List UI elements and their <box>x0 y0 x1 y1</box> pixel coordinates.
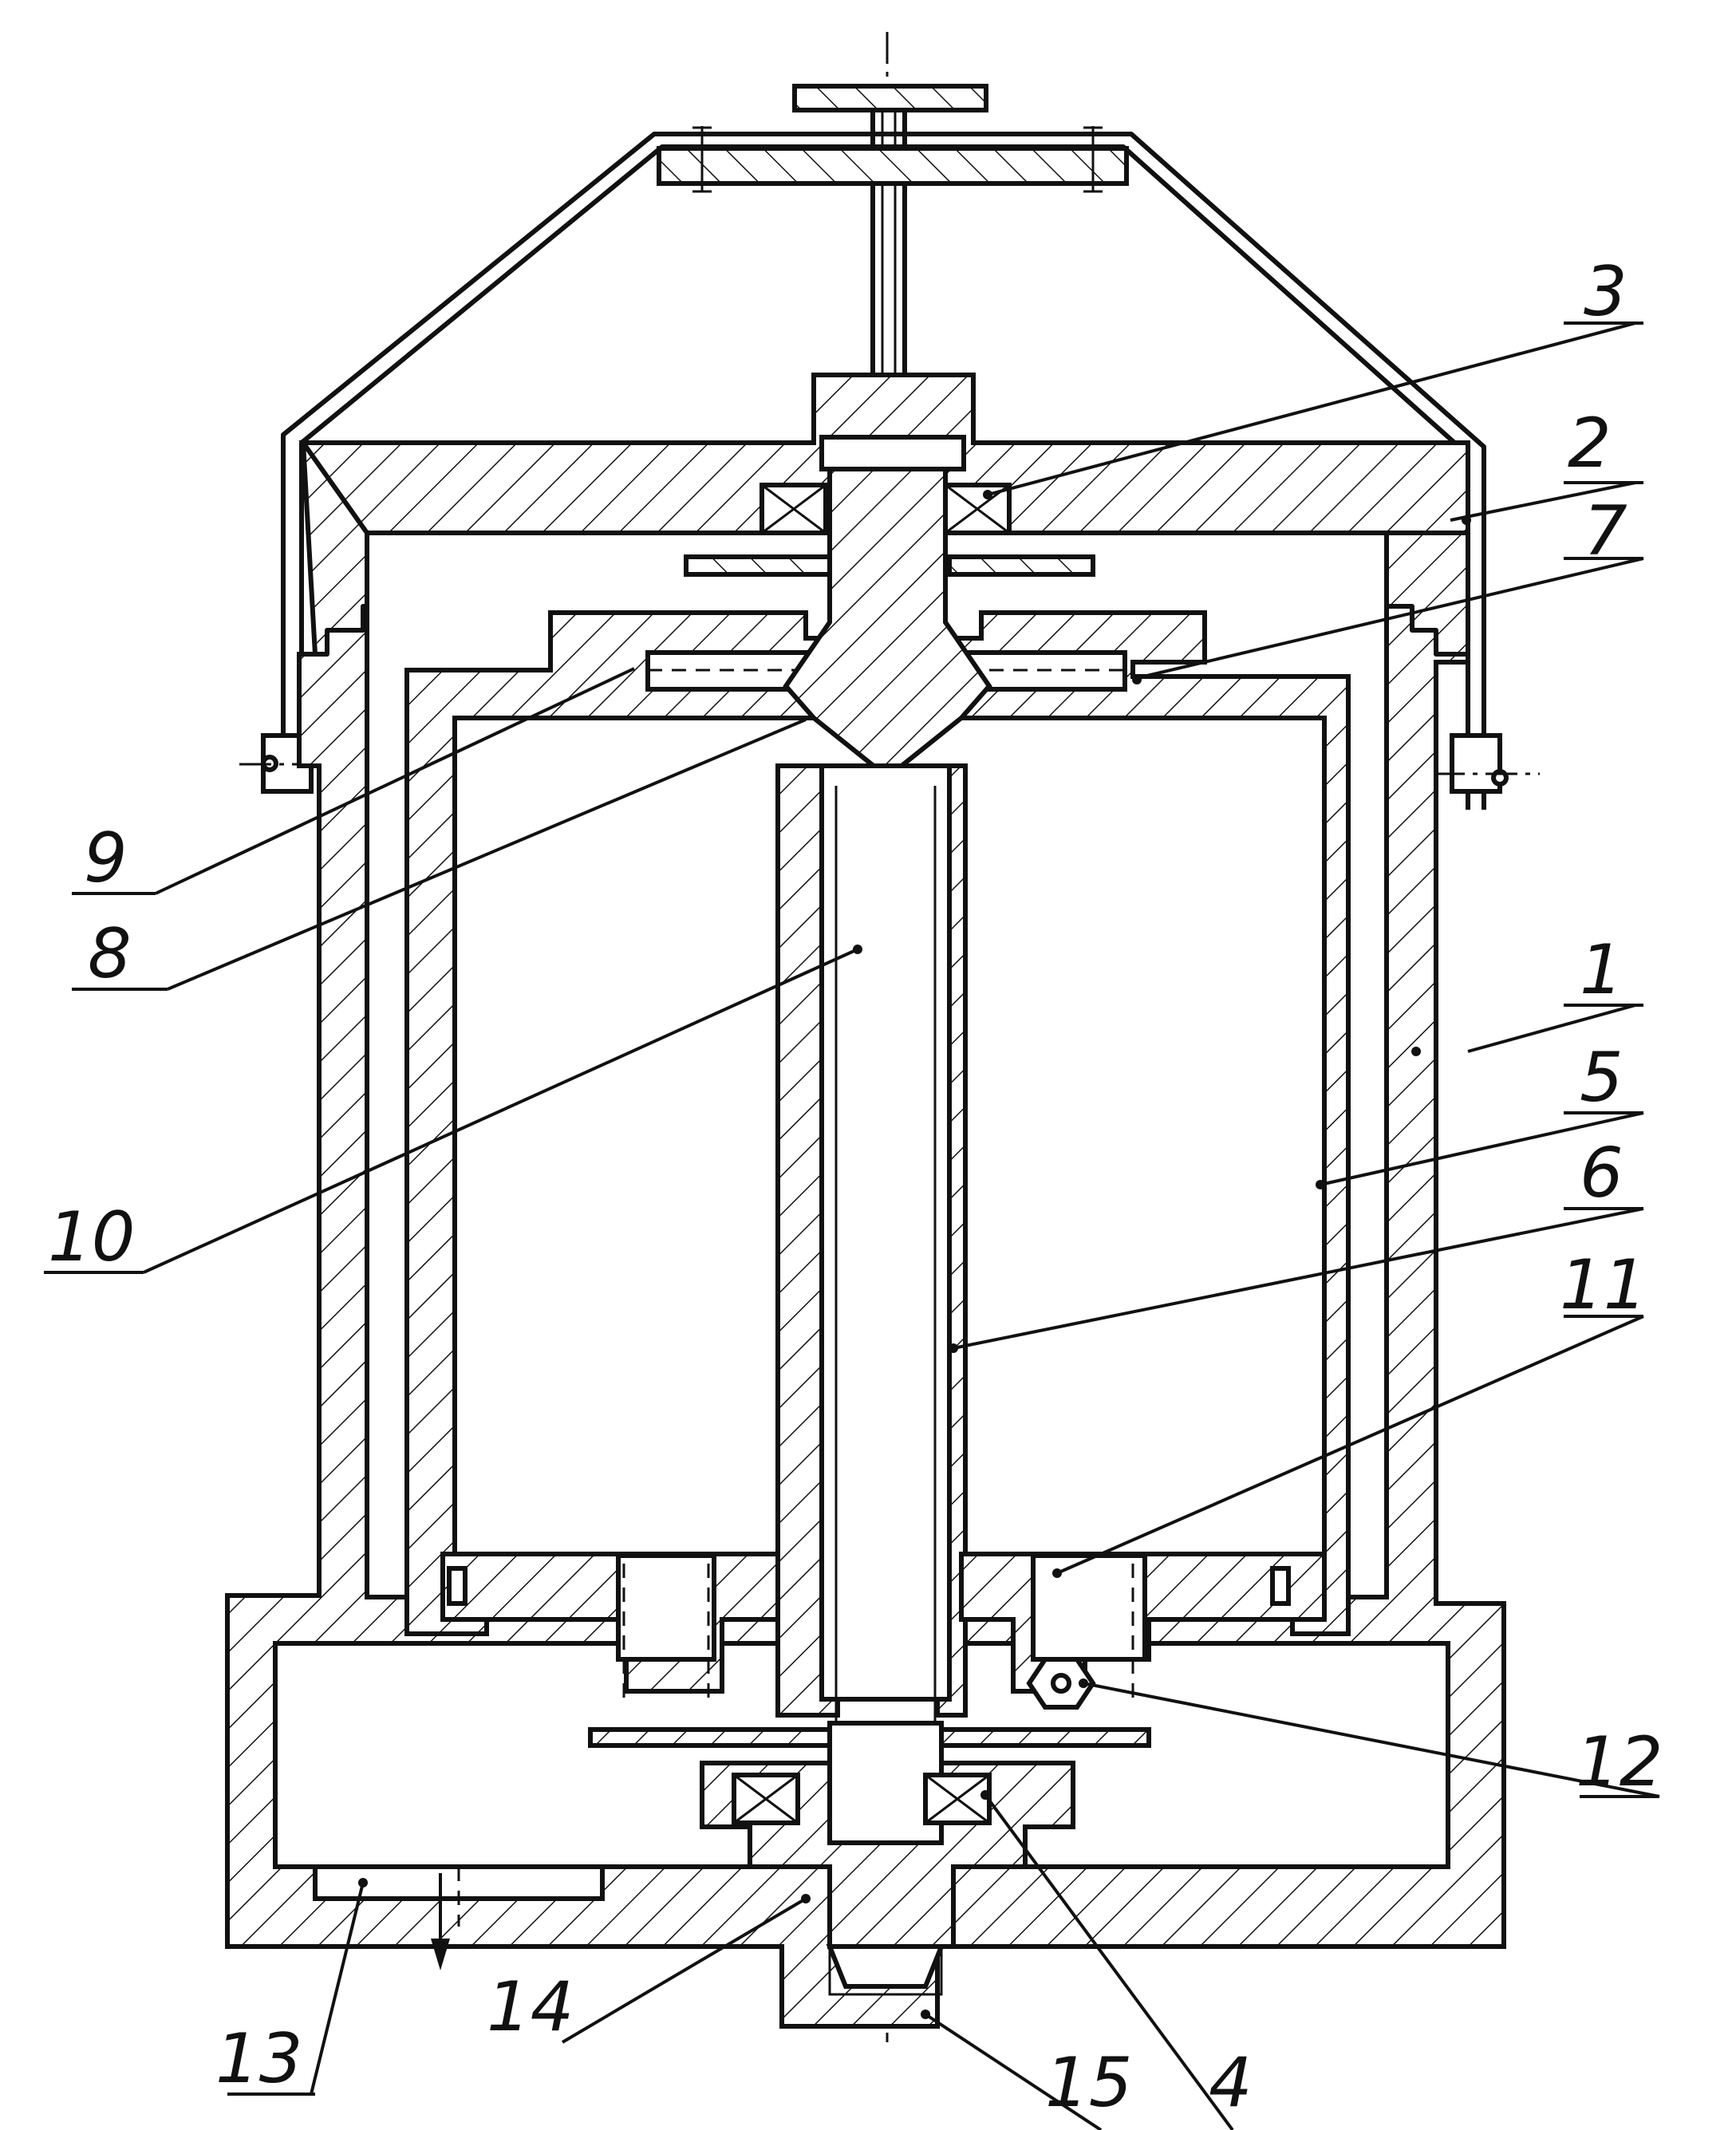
callout-9: 9 <box>84 818 128 898</box>
callout-4: 4 <box>1209 2043 1253 2123</box>
callout-5: 5 <box>1580 1038 1624 1118</box>
callout-12: 12 <box>1576 1722 1663 1802</box>
callout-3: 3 <box>1584 252 1628 332</box>
callout-10: 10 <box>48 1197 135 1277</box>
callout-2: 2 <box>1568 404 1612 483</box>
handwheel <box>795 86 986 377</box>
callout-11: 11 <box>1560 1245 1647 1325</box>
callout-14: 14 <box>487 1967 574 2047</box>
callout-1: 1 <box>1580 930 1624 1010</box>
callout-13: 13 <box>215 2019 302 2099</box>
callout-6: 6 <box>1580 1134 1624 1213</box>
callout-15: 15 <box>1045 2043 1132 2123</box>
callout-7: 7 <box>1584 491 1628 571</box>
callout-8: 8 <box>88 914 132 994</box>
